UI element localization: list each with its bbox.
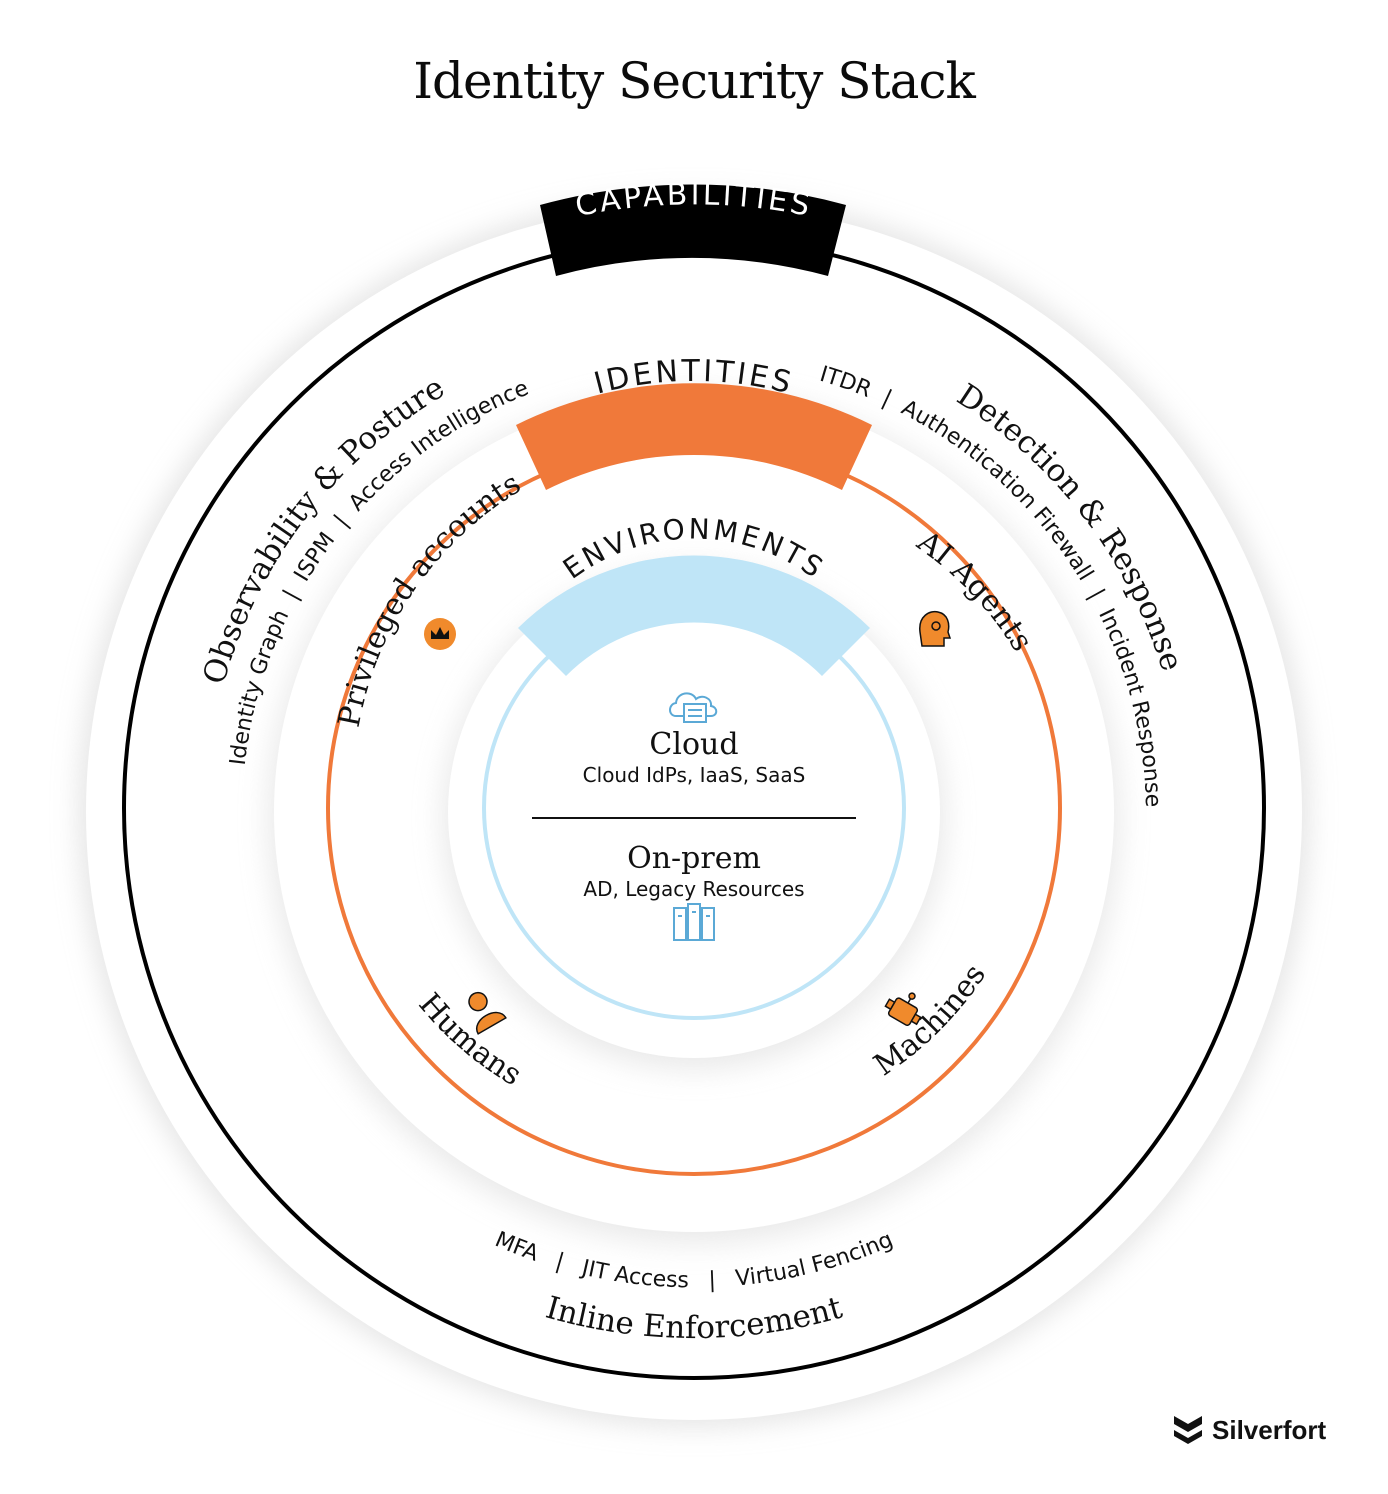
ai-head-icon [919, 610, 952, 647]
page-title: Identity Security Stack [413, 52, 976, 110]
silverfort-logo-icon [1174, 1416, 1202, 1444]
capabilities-banner [540, 184, 846, 276]
crown-icon [424, 618, 456, 650]
environments-banner [518, 555, 870, 676]
environments-ring [482, 596, 906, 1020]
onprem-subtitle: AD, Legacy Resources [583, 877, 804, 901]
server-rack-icon [673, 903, 715, 941]
robot-icon [884, 992, 922, 1027]
brand-logo: Silverfort [1172, 1410, 1326, 1450]
cloud-server-icon [669, 692, 718, 723]
onprem-title: On-prem [627, 841, 761, 876]
person-icon [468, 991, 507, 1035]
separator: | [708, 1268, 716, 1293]
cloud-title: Cloud [649, 727, 738, 762]
cloud-subtitle: Cloud IdPs, IaaS, SaaS [583, 763, 806, 787]
identities-banner [516, 383, 872, 490]
brand-name: Silverfort [1212, 1414, 1327, 1445]
